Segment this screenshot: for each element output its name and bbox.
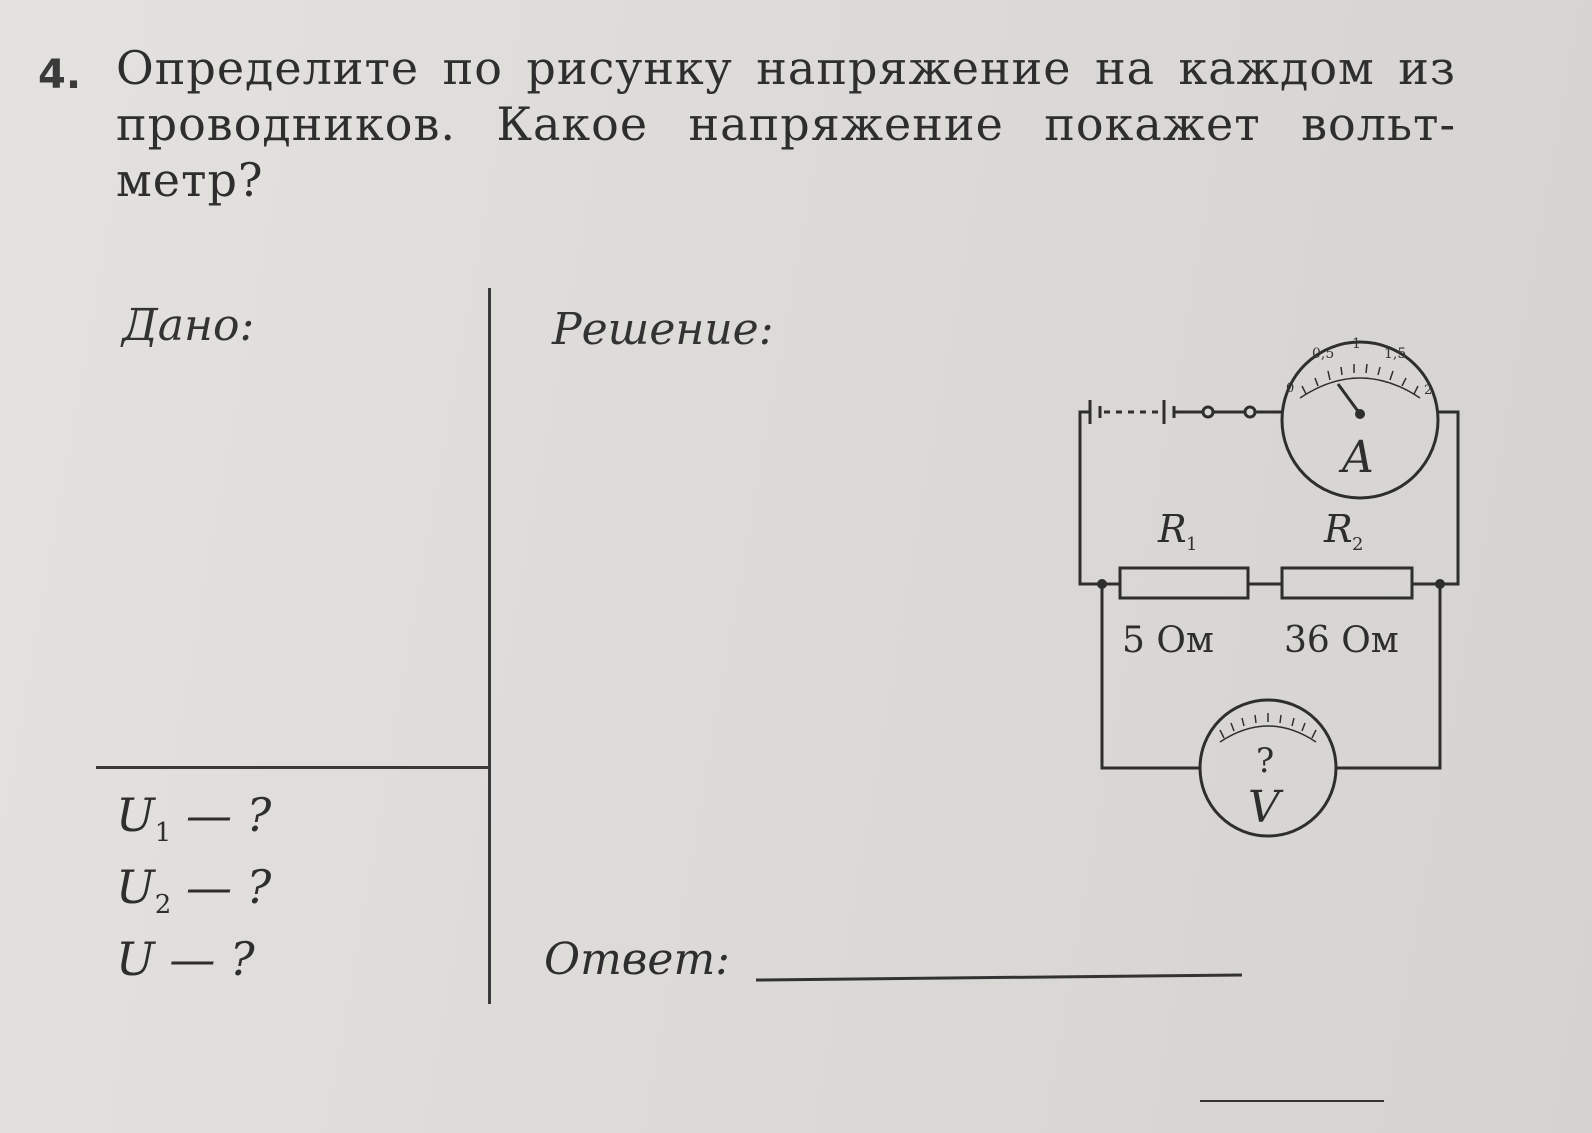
voltmeter-wire-right	[1336, 584, 1442, 770]
ammeter-letter: A	[1338, 432, 1374, 483]
ammeter-needle	[1336, 383, 1362, 415]
ammeter-tick-15: 1,5	[1384, 346, 1406, 362]
voltmeter-circle	[1198, 698, 1338, 838]
r1-subscript: 1	[1186, 534, 1197, 555]
given-find-divider	[96, 766, 488, 769]
r1-label: R	[1157, 507, 1187, 551]
key-contact-2	[1243, 405, 1257, 419]
find-u: U — ?	[116, 932, 255, 986]
circuit-diagram: 0 0,5 1 1,5 2 A R 1 R 2 5 Ом 36 Ом ? V	[1078, 336, 1460, 838]
node-right	[1435, 579, 1445, 589]
ammeter-scale	[1299, 363, 1421, 399]
r2-subscript: 2	[1352, 534, 1363, 555]
solution-heading: Решение:	[552, 304, 774, 355]
answer-blank-line[interactable]	[755, 973, 1243, 982]
given-heading: Дано:	[122, 300, 255, 351]
wire-left-top	[1078, 410, 1090, 580]
table-vertical-divider	[488, 288, 491, 1004]
resistor-r1	[1118, 566, 1250, 600]
answer-label: Ответ:	[544, 934, 730, 985]
ammeter-tick-0: 0	[1286, 381, 1294, 396]
find-u1: U1 — ?	[116, 788, 272, 849]
task-number: 4.	[38, 52, 82, 98]
wire-right	[1434, 410, 1460, 586]
voltmeter-reading: ?	[1256, 741, 1274, 781]
r1-value: 5 Ом	[1122, 620, 1214, 661]
resistor-r2	[1280, 566, 1414, 600]
voltmeter-wire-left	[1100, 584, 1200, 770]
ammeter-circle	[1280, 340, 1440, 500]
key-contact-1	[1201, 405, 1215, 419]
voltmeter-letter: V	[1248, 782, 1284, 833]
ammeter-tick-1: 1	[1352, 336, 1361, 352]
ammeter-tick-05: 0,5	[1312, 346, 1334, 362]
r2-label: R	[1323, 507, 1353, 551]
voltmeter-scale	[1219, 713, 1317, 743]
r2-value: 36 Ом	[1284, 620, 1399, 661]
page-bottom-line	[1200, 1100, 1384, 1102]
ammeter-tick-2: 2	[1424, 383, 1432, 398]
node-left	[1097, 579, 1107, 589]
task-text: Определите по рисунку напряжение на кажд…	[116, 41, 1456, 207]
find-u2: U2 — ?	[116, 860, 272, 921]
